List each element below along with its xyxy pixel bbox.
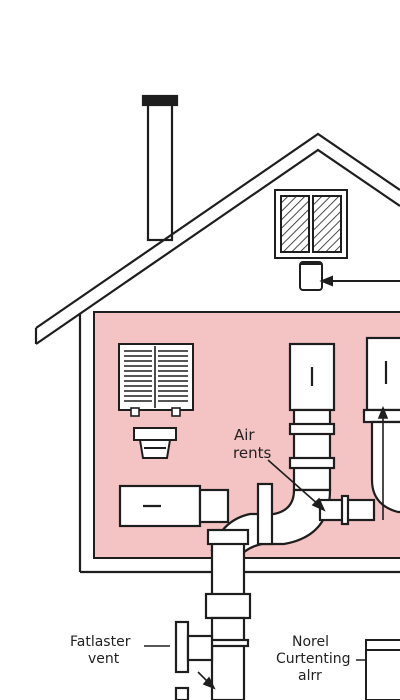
return-air-label-line3: alrr	[298, 668, 322, 684]
attic-vent-icon	[274, 189, 400, 291]
exhaust-vent-label-line1: Fatlaster	[70, 634, 131, 650]
air-vents-label-line1: Air	[234, 426, 255, 444]
duct-system	[118, 336, 400, 700]
louver-grille-icon	[118, 343, 194, 417]
air-vents-label-line2: rents	[233, 444, 271, 462]
diffuser-icon	[133, 427, 177, 459]
return-air-unit	[365, 639, 400, 700]
exhaust-vent-label-line2: vent	[88, 651, 120, 667]
return-air-label-line2: Curtenting	[276, 651, 351, 667]
house-outline	[34, 94, 400, 574]
return-air-label-line1: Norel	[292, 634, 329, 650]
